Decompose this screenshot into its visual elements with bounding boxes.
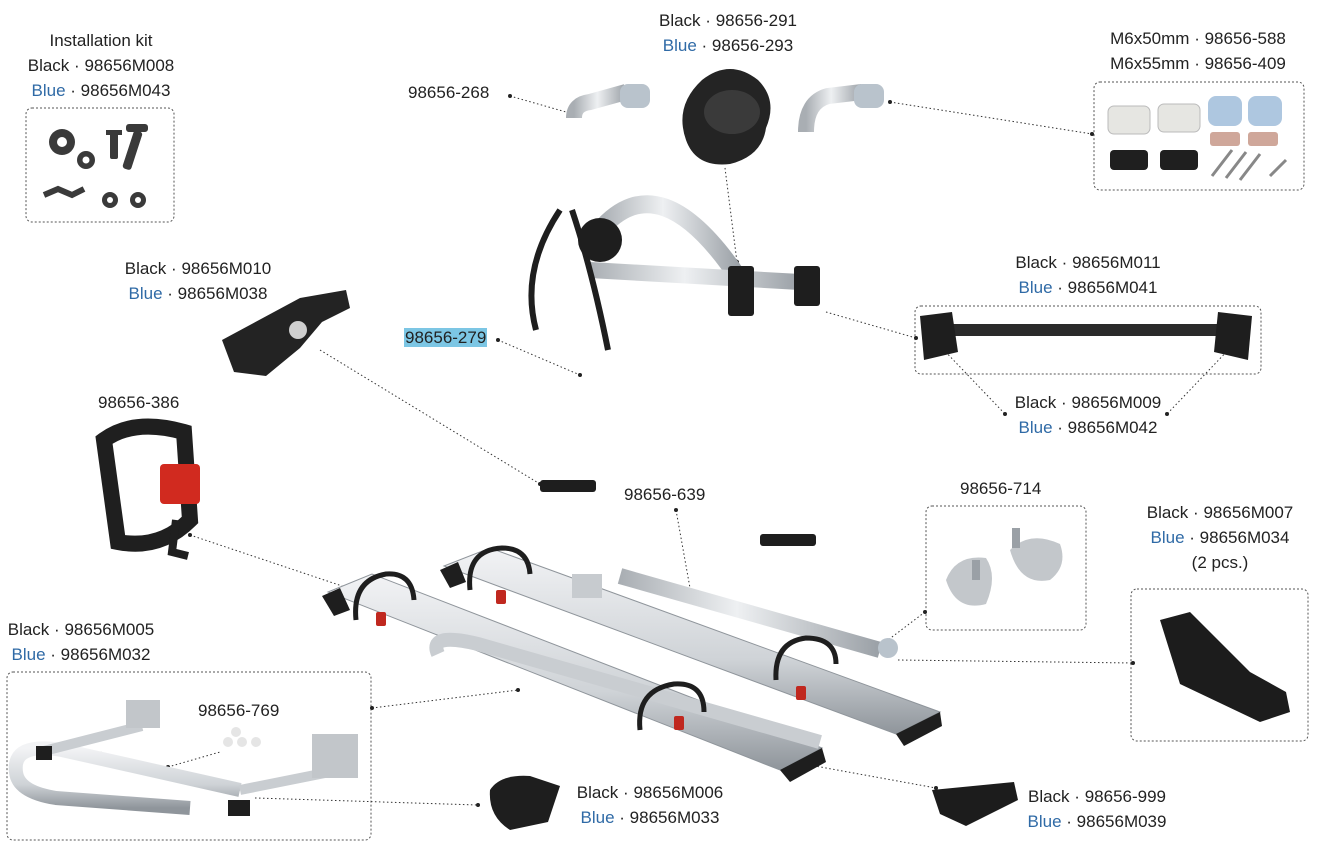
label-screws: M6x50mm · 98656-588 M6x55mm · 98656-409	[1110, 29, 1286, 73]
rail-end-round-picture	[489, 775, 560, 830]
rack-uprights	[528, 84, 898, 658]
install-kit-box	[25, 107, 175, 223]
label-crossbar-ends: Black · 98656M009 Blue · 98656M042	[1014, 393, 1162, 437]
label-strap: 98656-386	[98, 393, 180, 412]
label-knob: Black · 98656-291 Blue · 98656-293	[658, 11, 798, 55]
label-bottom-frame: Black · 98656M005 Blue · 98656M032	[7, 620, 155, 664]
install-kit-blue: Blue	[31, 81, 66, 100]
knob-blue-code: 98656-293	[711, 36, 794, 55]
label-upright: 98656-279	[404, 325, 488, 350]
side-mount-quantity: (2 pcs.)	[1191, 553, 1249, 572]
crossbar-picture	[920, 312, 1252, 360]
label-side-mount: Black · 98656M007 Blue · 98656M034 (2 pc…	[1140, 500, 1300, 575]
install-kit-black-code: 98656M008	[84, 56, 175, 75]
install-kit-black: Black	[27, 56, 70, 75]
label-frame-holder: Black · 98656M010 Blue · 98656M038	[124, 259, 272, 303]
label-lower-tube: 98656-639	[624, 485, 706, 504]
rail-end-flat-picture	[932, 782, 1018, 826]
label-small-caps: 98656-769	[198, 701, 280, 720]
bottom-frame-box	[6, 671, 372, 841]
label-rail-end-round: Black · 98656M006 Blue · 98656M033	[576, 783, 724, 827]
upright-code-highlighted: 98656-279	[404, 328, 488, 347]
label-installation-kit: Installation kit Black · 98656M008 Blue …	[25, 28, 177, 103]
rail-buckles	[376, 590, 806, 730]
label-top-cap: 98656-268	[408, 83, 490, 102]
side-mount-picture	[1160, 612, 1290, 722]
install-kit-title: Installation kit	[49, 31, 153, 50]
frame-holder-picture	[222, 290, 350, 376]
end-caps-box	[925, 505, 1087, 631]
knob-black-code: 98656-291	[715, 11, 798, 30]
screws-m6x50-code: 98656-588	[1204, 29, 1286, 48]
label-end-caps: 98656-714	[960, 479, 1042, 498]
install-kit-blue-code: 98656M043	[80, 81, 171, 100]
strap-picture	[95, 418, 200, 560]
screws-kit-picture	[1107, 96, 1288, 181]
label-crossbar: Black · 98656M011 Blue · 98656M041	[1015, 253, 1161, 297]
install-kit-icons	[42, 124, 148, 208]
label-rail-end-flat: Black · 98656-999 Blue · 98656M039	[1027, 787, 1167, 831]
crossbar-box	[914, 305, 1262, 375]
dashed-boxes	[6, 81, 1309, 841]
screws-m6x55-code: 98656-409	[1204, 54, 1286, 73]
rack-rails	[322, 547, 942, 782]
bottom-frame-picture	[8, 700, 358, 816]
knob-picture	[682, 69, 771, 165]
side-mount-box	[1130, 588, 1309, 742]
end-caps-picture	[946, 528, 1063, 606]
